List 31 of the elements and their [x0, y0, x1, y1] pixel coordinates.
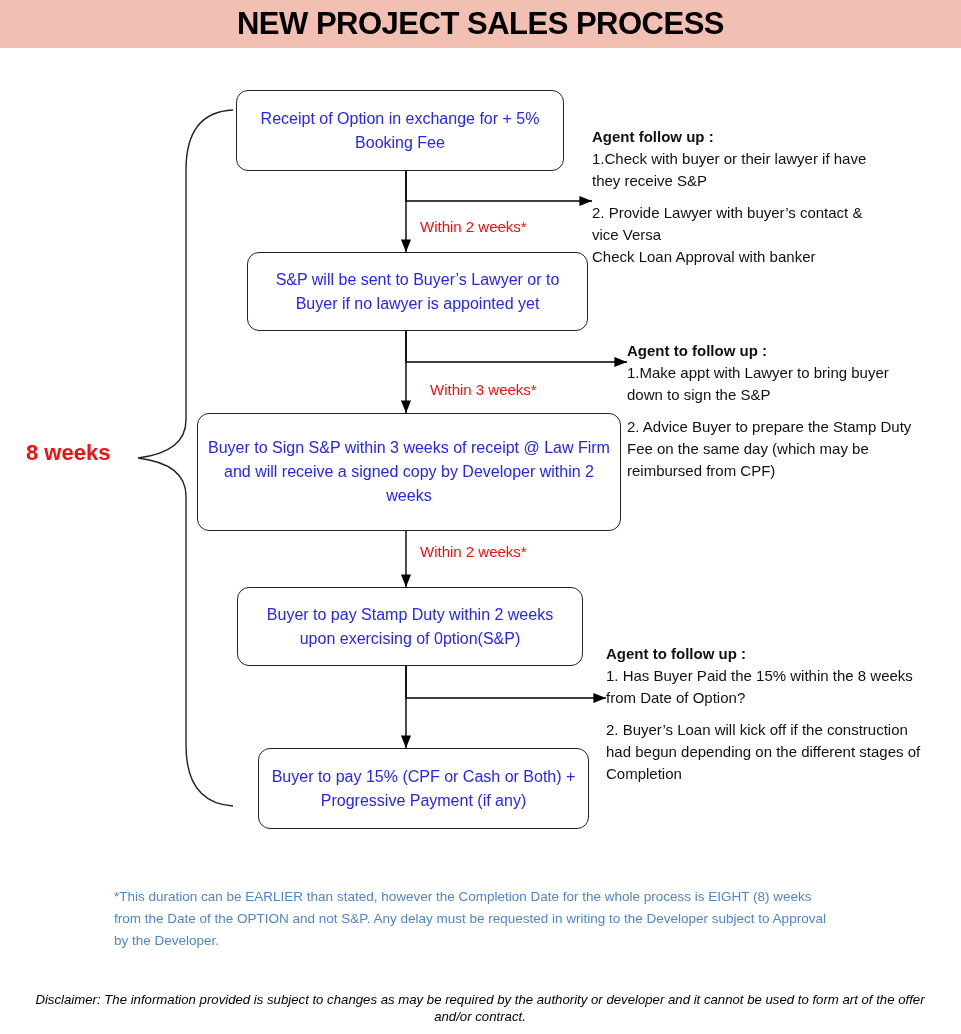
process-box: [237, 587, 583, 666]
arrow: [405, 665, 607, 704]
edge-label: Within 3 weeks*: [428, 381, 539, 398]
note-item: 1. Has Buyer Paid the 15% within the 8 weeks from Date of Option?: [606, 666, 914, 708]
process-box: [236, 90, 564, 171]
title: NEW PROJECT SALES PROCESS: [237, 6, 724, 42]
note-heading: Agent to follow up :: [606, 644, 747, 664]
process-box: [258, 748, 589, 829]
note-item: 1.Make appt with Lawyer to bring buyer down to sign the S&P: [627, 363, 890, 405]
box-text: Buyer to Sign S&P within 3 weeks of receipt @ Law Firm and will receive a signed copy by Developer within 2 weeks: [208, 438, 610, 506]
process-box: [247, 252, 588, 331]
box-text: S&P will be sent to Buyer’s Lawyer or to Buyer if no lawyer is appointed yet: [274, 269, 561, 314]
note-heading: Agent follow up :: [592, 127, 715, 147]
duration-label: 8 weeks: [26, 440, 112, 466]
note-heading: Agent to follow up :: [627, 341, 768, 361]
note-item: 2. Advice Buyer to prepare the Stamp Duty Fee on the same day (which may be reimbursed from CPF): [627, 417, 913, 481]
edge-label: Within 2 weeks*: [418, 543, 529, 560]
arrow: [400, 530, 412, 588]
note-item: 2. Buyer’s Loan will kick off if the construction had begun depending on the different stages of Completion: [606, 720, 922, 784]
note-item: 2. Provide Lawyer with buyer’s contact & vice Versa: [592, 203, 864, 245]
arrow: [405, 330, 628, 368]
arrow: [405, 170, 593, 207]
box-text: Receipt of Option in exchange for + 5% Booking Fee: [259, 108, 541, 153]
note-item: 1.Check with buyer or their lawyer if have they receive S&P: [592, 149, 868, 191]
edge-label: Within 2 weeks*: [418, 218, 529, 235]
process-box: [197, 413, 621, 531]
disclaimer: Disclaimer: The information provided is subject to changes as may be required by the authority or developer and it cannot be used to form art of the offer and/or contract.: [34, 991, 926, 1025]
footnote: *This duration can be EARLIER than stated, however the Completion Date for the whole process is EIGHT (8) weeks from the Date of the OPTION and not S&P. Any delay must be requested in writing to the Developer subject to Approval by the Developer.: [114, 888, 827, 950]
box-text: Buyer to pay Stamp Duty within 2 weeks upon exercising of 0ption(S&P): [265, 604, 555, 649]
note-item: Check Loan Approval with banker: [592, 247, 817, 267]
box-text: Buyer to pay 15% (CPF or Cash or Both) + Progressive Payment (if any): [270, 766, 577, 811]
